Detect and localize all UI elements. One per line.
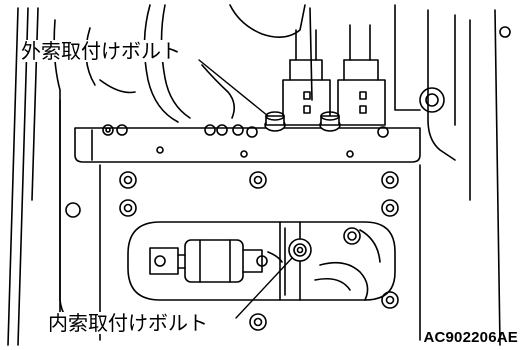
cable-bracket-left	[282, 29, 331, 126]
outer-bolt-callout: 外索取付けボルト	[19, 39, 183, 63]
inner-cable-assembly	[149, 239, 283, 283]
outer-bolt-leader	[198, 59, 269, 117]
cable-bracket-right	[337, 24, 386, 126]
inner-bolt-callout: 内索取付けボルト	[46, 311, 210, 335]
adjacent-bolt	[343, 227, 361, 245]
outer-bolt-right	[319, 111, 341, 132]
plate-bolts	[102, 124, 389, 158]
outer-bolt-left	[264, 111, 286, 132]
figure-code: AC902206AE	[423, 329, 518, 346]
leader-lines	[198, 59, 293, 319]
mounting-plate	[74, 127, 421, 163]
housing-hole	[65, 202, 81, 218]
outer-cable-bolts	[264, 111, 341, 132]
valve-body-panel	[99, 164, 421, 341]
inner-cable-bolt	[288, 238, 312, 262]
cable-harness	[85, 4, 306, 123]
inner-bolt-leader	[235, 257, 293, 319]
lower-right-detail	[314, 229, 381, 301]
boss-circle	[419, 87, 445, 113]
